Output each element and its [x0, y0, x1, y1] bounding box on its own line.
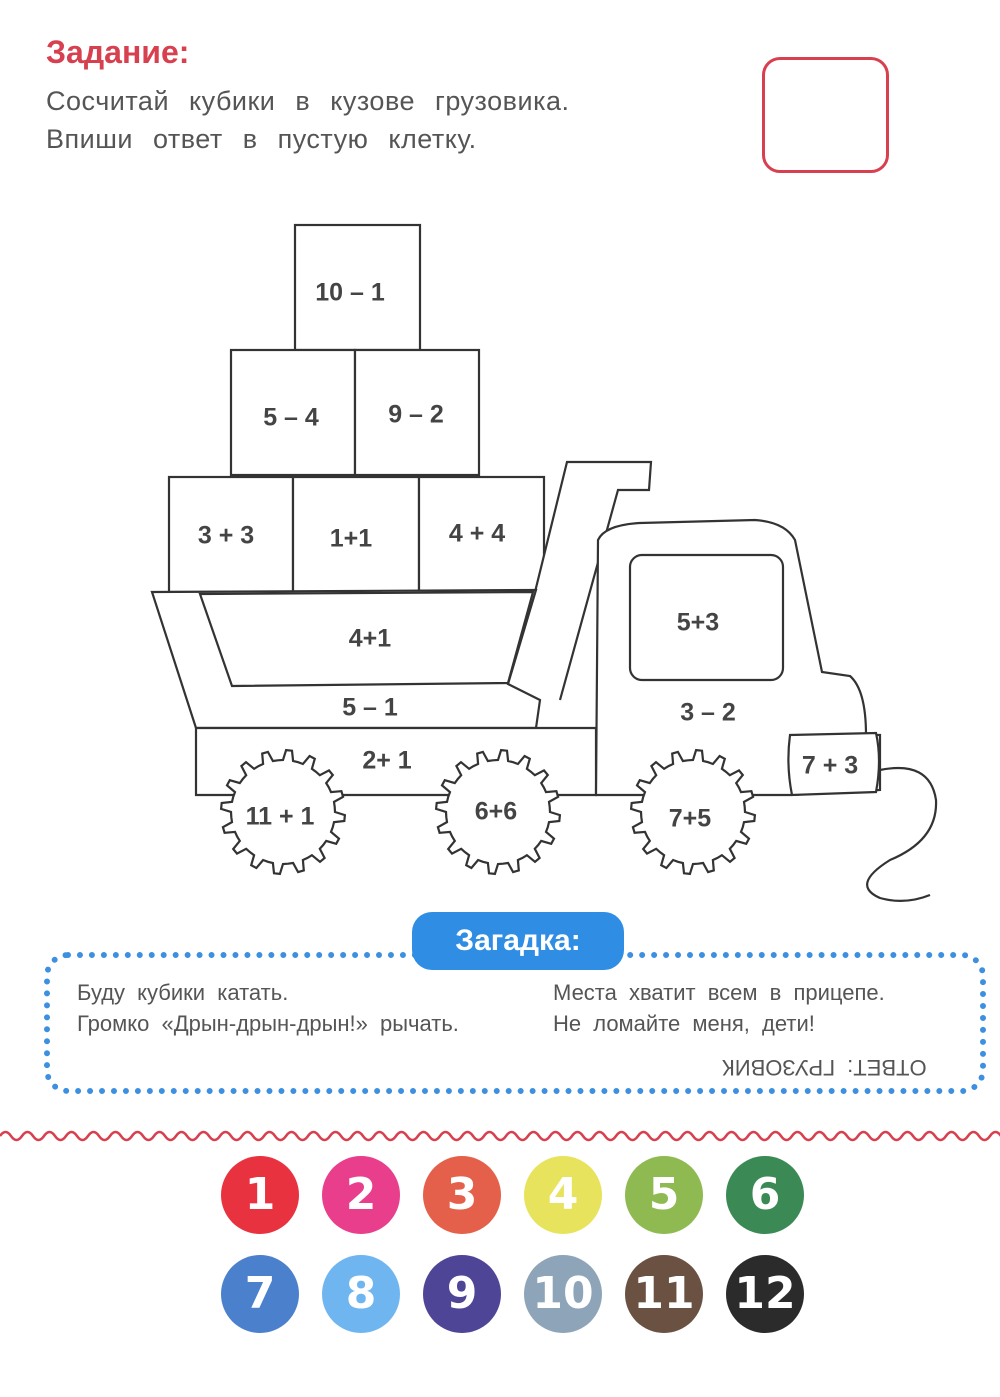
- color-key-1: 1: [221, 1156, 299, 1234]
- color-key-2: 2: [322, 1156, 400, 1234]
- task-instructions: Сосчитай кубики в кузове грузовика. Впиш…: [46, 82, 570, 158]
- riddle-badge: Загадка:: [412, 912, 624, 970]
- color-key-6: 6: [726, 1156, 804, 1234]
- cab-window-label: 5+3: [677, 609, 719, 637]
- color-key-7: 7: [221, 1255, 299, 1333]
- color-key-9: 9: [423, 1255, 501, 1333]
- color-key-3: 3: [423, 1156, 501, 1234]
- dump-arm[interactable]: [533, 460, 653, 701]
- color-key-8: 8: [322, 1255, 400, 1333]
- wavy-divider: [0, 1130, 1000, 1142]
- cube-2[interactable]: [229, 348, 357, 477]
- color-key-10: 10: [524, 1255, 602, 1333]
- answer-input-box[interactable]: [762, 57, 889, 173]
- riddle-left-line-2: Громко «Дрын-дрын-дрын!» рычать.: [77, 1011, 459, 1036]
- cube-6[interactable]: [417, 475, 546, 594]
- cube-1-label: 10 – 1: [315, 279, 385, 307]
- body-label: 4+1: [349, 625, 392, 653]
- color-key-11: 11: [625, 1255, 703, 1333]
- body-bottom-label: 5 – 1: [342, 694, 398, 722]
- wheel-2-label: 6+6: [475, 798, 517, 826]
- riddle-right-line-2: Не ломайте меня, дети!: [553, 1011, 815, 1036]
- cube-2-label: 5 – 4: [263, 404, 319, 432]
- dump-body-inner[interactable]: [198, 590, 535, 688]
- cable: [866, 766, 938, 902]
- riddle-answer-upside-down: ОТВЕТ: ГРУЗОВИК: [722, 1055, 927, 1080]
- riddle-right-line-1: Места хватит всем в прицепе.: [553, 980, 885, 1005]
- wheel-1-label: 11 + 1: [246, 803, 315, 831]
- wheel-3-label: 7+5: [669, 805, 712, 833]
- cab-window[interactable]: [628, 553, 785, 682]
- cube-3[interactable]: [353, 348, 481, 477]
- task-line-1: Сосчитай кубики в кузове грузовика.: [46, 86, 570, 116]
- headlight[interactable]: [787, 731, 881, 797]
- cube-6-label: 4 + 4: [449, 520, 505, 548]
- truck-illustration: 10 – 1 5 – 4 9 – 2 3 + 3 1+1 4 + 4 4+1 5…: [150, 223, 938, 902]
- headlight-label: 7 + 3: [802, 752, 858, 780]
- riddle-left-line-1: Буду кубики катать.: [77, 980, 289, 1005]
- cab-door-label: 3 – 2: [680, 699, 736, 727]
- cube-5[interactable]: [291, 475, 421, 594]
- cube-4-label: 3 + 3: [198, 522, 254, 550]
- color-key-5: 5: [625, 1156, 703, 1234]
- wheel-3[interactable]: [629, 748, 757, 876]
- color-key-12: 12: [726, 1255, 804, 1333]
- wheel-1[interactable]: [219, 748, 347, 876]
- color-key-4: 4: [524, 1156, 602, 1234]
- chassis-label: 2+ 1: [362, 747, 411, 775]
- cube-3-label: 9 – 2: [388, 401, 444, 429]
- task-line-2: Впиши ответ в пустую клетку.: [46, 124, 477, 154]
- cube-5-label: 1+1: [330, 525, 373, 553]
- wheel-2[interactable]: [434, 748, 562, 876]
- task-title: Задание:: [46, 34, 190, 70]
